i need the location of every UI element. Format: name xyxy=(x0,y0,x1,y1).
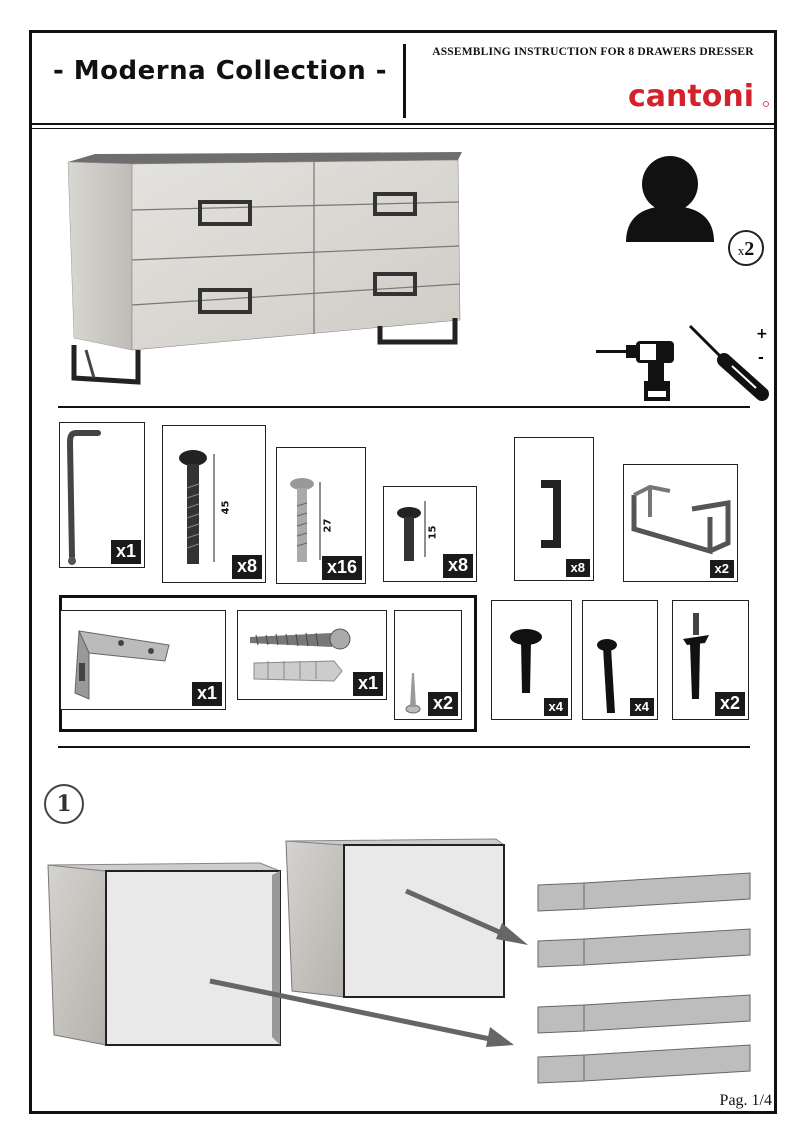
handle-icon xyxy=(541,480,561,548)
header-divider xyxy=(403,44,406,118)
part-connector-pin-b: x4 xyxy=(582,600,658,720)
step-number-badge: 1 xyxy=(44,784,84,824)
part-qty: x1 xyxy=(110,540,141,564)
part-drawer-handle: x8 xyxy=(514,437,594,581)
part-adjustable-foot: x2 xyxy=(672,600,749,720)
part-bolt-15: 15 x8 xyxy=(383,486,477,582)
connector-pin-icon xyxy=(597,639,617,713)
bolt-length-label: 27 xyxy=(322,518,334,533)
step-1-illustration xyxy=(47,838,751,1084)
people-count-prefix: x xyxy=(737,243,745,258)
bolt-icon xyxy=(179,450,207,564)
dimension-line xyxy=(319,482,321,560)
part-wall-screw-plug: x1 xyxy=(237,610,387,700)
part-qty: x2 xyxy=(714,692,745,716)
allen-key-icon xyxy=(66,430,101,565)
part-allen-key: x1 xyxy=(59,422,145,568)
people-count-badge: x2 xyxy=(728,230,764,266)
part-angle-bracket: x1 xyxy=(60,610,226,710)
part-connector-pin-a: x4 xyxy=(491,600,572,720)
bolt-icon xyxy=(290,478,314,562)
bolt-length-label: 45 xyxy=(220,500,232,515)
part-small-screw: x2 xyxy=(394,610,462,720)
section-separator-1 xyxy=(58,406,750,408)
instruction-subtitle: ASSEMBLING INSTRUCTION FOR 8 DRAWERS DRE… xyxy=(432,46,754,58)
part-qty: x4 xyxy=(629,697,654,716)
part-qty: x2 xyxy=(427,692,458,716)
header-rule-thin xyxy=(32,128,774,129)
part-qty: x1 xyxy=(191,682,222,706)
screw-and-plug-icon xyxy=(250,628,351,682)
dimension-line xyxy=(213,454,215,562)
part-bolt-45: 45 x8 xyxy=(162,425,266,583)
tool-minus-label: - xyxy=(758,350,764,366)
part-bolt-27: 27 x16 xyxy=(276,447,366,584)
part-qty: x4 xyxy=(543,697,568,716)
small-screw-icon xyxy=(405,673,421,714)
screwdriver-icon: + - xyxy=(688,324,769,401)
part-qty: x1 xyxy=(352,672,383,696)
cantoni-logo: cantoni xyxy=(628,79,769,114)
part-qty: x16 xyxy=(321,556,362,580)
part-qty: x8 xyxy=(442,554,473,578)
section-separator-2 xyxy=(58,746,750,748)
bolt-length-label: 15 xyxy=(427,525,439,540)
connector-pin-icon xyxy=(510,629,542,693)
dimension-line xyxy=(424,501,426,557)
tool-plus-label: + xyxy=(756,326,768,342)
part-qty: x8 xyxy=(231,555,262,579)
part-leg-frame: x2 xyxy=(623,464,738,582)
leg-frame-icon xyxy=(631,484,731,555)
header-rule xyxy=(32,123,774,125)
power-drill-icon xyxy=(596,341,674,401)
angle-bracket-icon xyxy=(74,630,170,700)
page-frame xyxy=(29,30,777,1114)
adjustable-foot-icon xyxy=(683,613,709,699)
dresser-illustration xyxy=(67,152,462,385)
bolt-icon xyxy=(397,507,421,561)
people-count: 2 xyxy=(744,238,755,260)
person-icon xyxy=(626,156,714,242)
brand-wordmark: cantoni xyxy=(628,79,754,114)
page-number: Pag. 1/4 xyxy=(719,1092,772,1109)
part-qty: x8 xyxy=(565,558,590,577)
part-qty: x2 xyxy=(709,559,734,578)
collection-title: - Moderna Collection - xyxy=(52,56,388,86)
